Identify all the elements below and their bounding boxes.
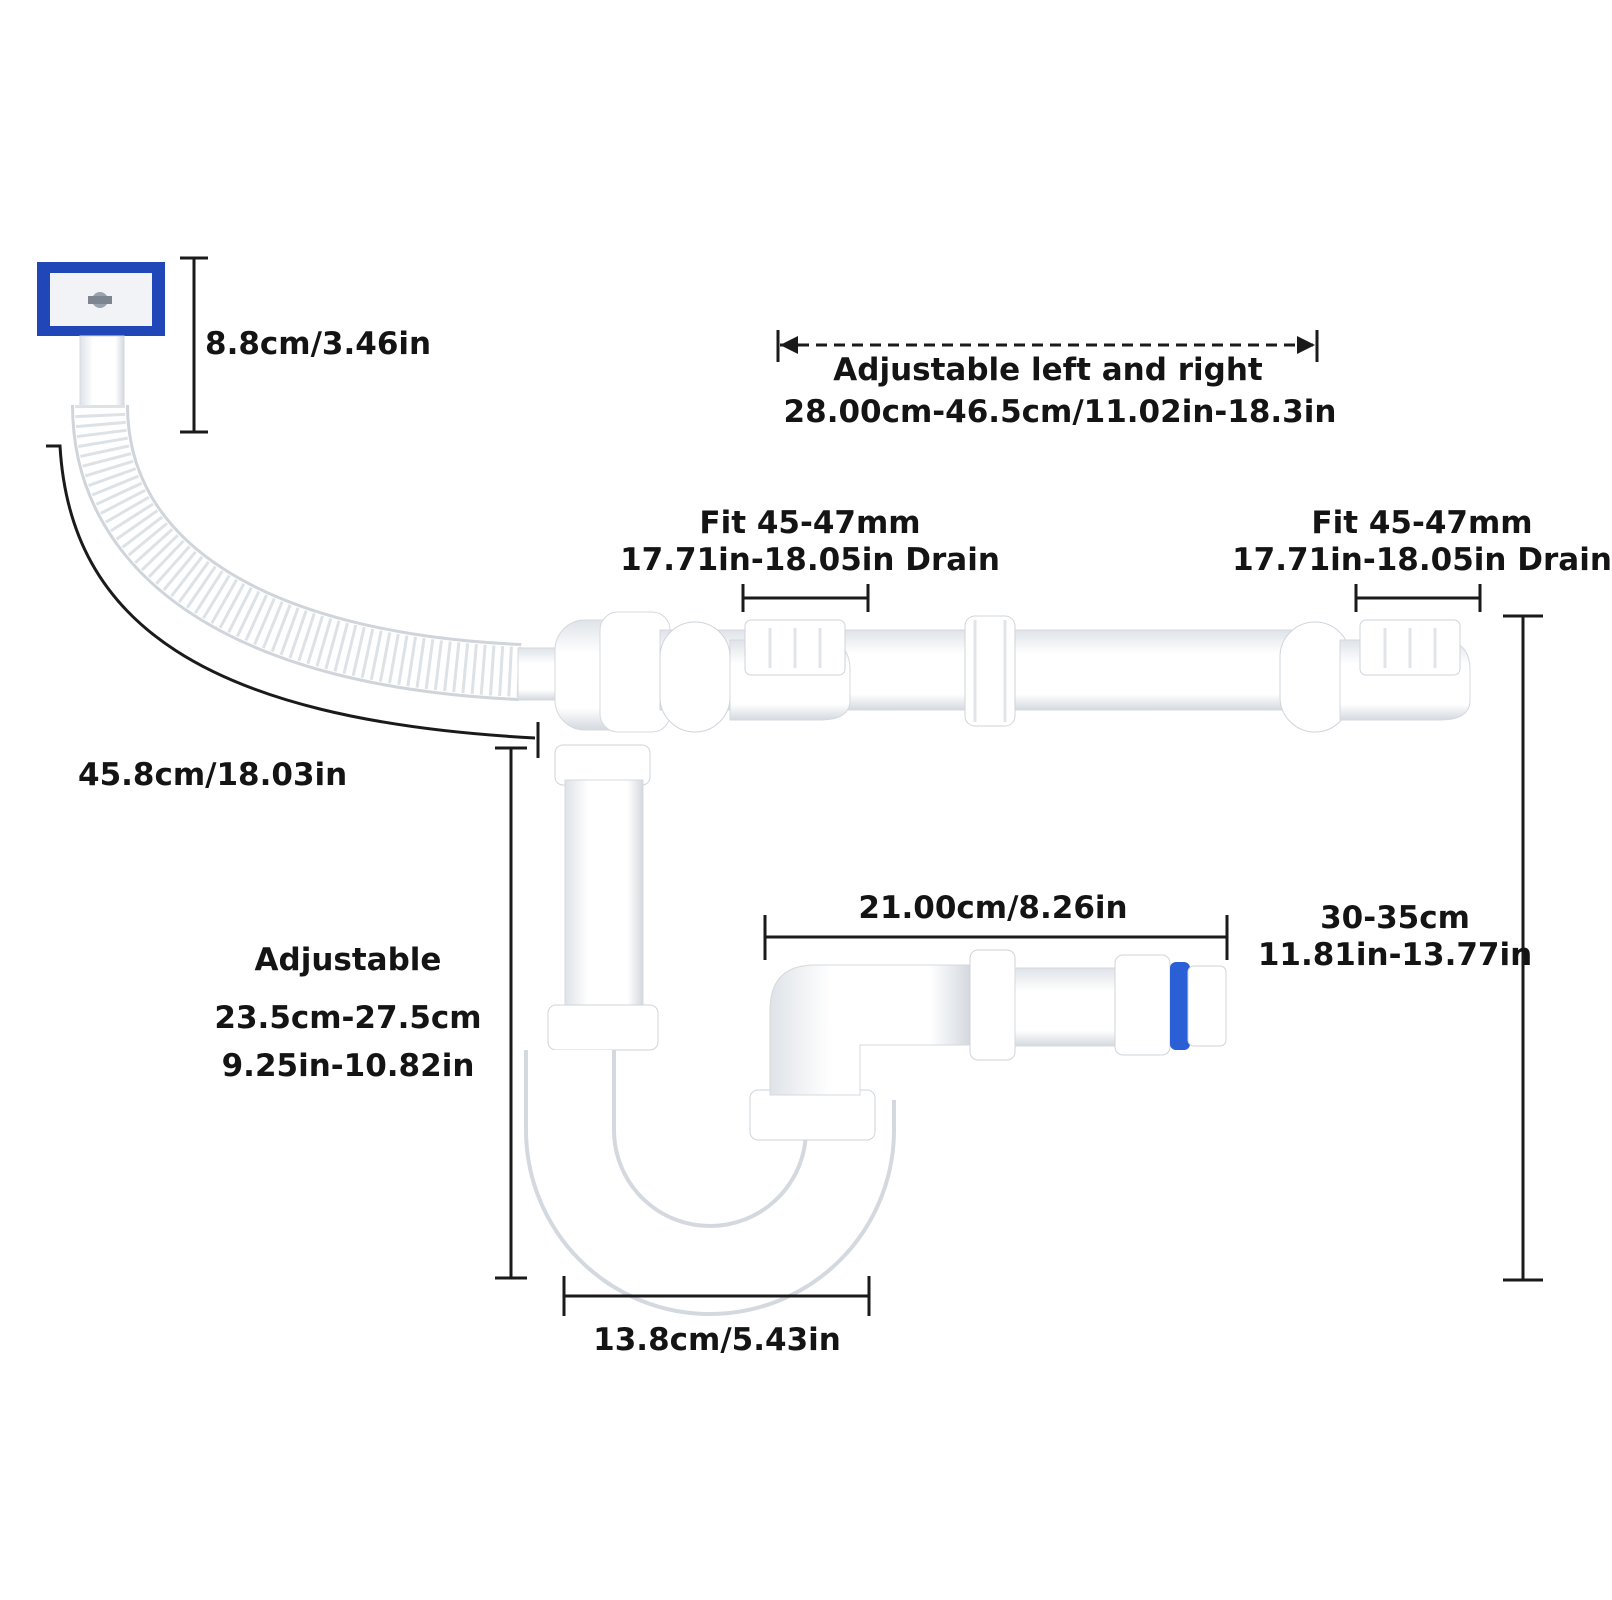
lower-slip-nut xyxy=(547,1004,659,1051)
left-drain-fit-label: Fit 45-47mm 17.71in-18.05in Drain xyxy=(620,505,1000,578)
adjust-left-right-title: Adjustable left and right xyxy=(833,352,1263,388)
outlet-elbow xyxy=(769,964,971,1096)
adjustable-cm-range: 23.5cm-27.5cm xyxy=(214,1000,482,1036)
hose-length-label: 45.8cm/18.03in xyxy=(78,757,348,793)
right-drain-fit-line1: Fit 45-47mm xyxy=(1311,505,1533,541)
left-drain-fit-line1: Fit 45-47mm xyxy=(699,505,921,541)
corrugated-hose-ribs xyxy=(75,404,522,697)
right-drain-fit-line2: 17.71in-18.05in Drain xyxy=(1232,541,1612,578)
total-height-label: 30-35cm 11.81in-13.77in xyxy=(1258,900,1532,973)
arrowhead-left-icon xyxy=(780,336,798,354)
right-drain-fit-label: Fit 45-47mm 17.71in-18.05in Drain xyxy=(1232,505,1612,578)
total-height-line1: 30-35cm xyxy=(1320,900,1470,936)
adjust-left-right-range: 28.00cm-46.5cm/11.02in-18.3in xyxy=(783,394,1337,430)
p-trap-bend xyxy=(528,1050,892,1312)
outlet-tip xyxy=(1187,965,1227,1047)
overflow-neck xyxy=(79,335,125,407)
outlet-blue-seal xyxy=(1170,962,1190,1050)
trap-width-label: 13.8cm/5.43in xyxy=(593,1322,841,1358)
upper-slip-nut xyxy=(554,744,651,786)
overflow-box xyxy=(37,262,165,336)
tailpiece-pipe xyxy=(564,779,644,1021)
adjustable-in-range: 9.25in-10.82in xyxy=(221,1048,475,1084)
dimension-lines xyxy=(46,256,1543,1316)
arrowhead-right-icon xyxy=(1297,336,1315,354)
outlet-width-label: 21.00cm/8.26in xyxy=(858,890,1128,926)
middle-union-nut xyxy=(964,615,1016,727)
outlet-end-nut xyxy=(1114,954,1171,1056)
left-elbow-nut xyxy=(659,621,731,733)
trap-slip-nut xyxy=(749,1089,876,1141)
outlet-pipe xyxy=(1014,967,1131,1047)
total-height-line2: 11.81in-13.77in xyxy=(1257,936,1533,973)
outlet-union-nut xyxy=(969,949,1016,1061)
adjustable-title: Adjustable xyxy=(254,942,442,978)
overflow-height-label: 8.8cm/3.46in xyxy=(205,326,432,362)
left-drain-fit-line2: 17.71in-18.05in Drain xyxy=(620,541,1000,578)
dim-hose-length xyxy=(46,444,536,740)
